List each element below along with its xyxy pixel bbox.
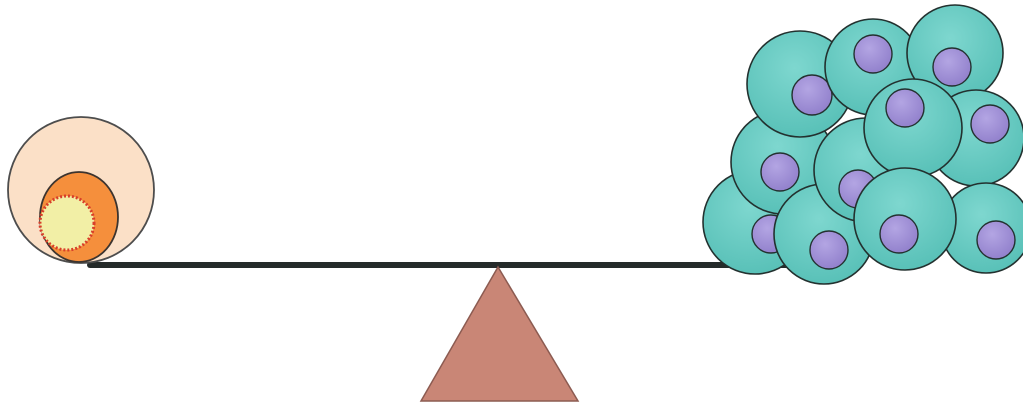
fulcrum-triangle (421, 267, 578, 401)
cluster-cell-nucleus (792, 75, 832, 115)
cluster-cell (864, 79, 962, 177)
cluster-cell-nucleus (933, 48, 971, 86)
cell-core (40, 196, 94, 250)
cluster-cell-nucleus (977, 221, 1015, 259)
cluster-cell-nucleus (880, 215, 918, 253)
cluster-cell-nucleus (854, 35, 892, 73)
cell-cluster-icon (703, 5, 1023, 284)
cluster-cell-nucleus (886, 89, 924, 127)
single-large-cell-icon (8, 117, 154, 263)
cluster-cell-nucleus (761, 153, 799, 191)
cluster-cell-nucleus (971, 105, 1009, 143)
cluster-cell-nucleus (810, 231, 848, 269)
cluster-cell (854, 168, 956, 270)
